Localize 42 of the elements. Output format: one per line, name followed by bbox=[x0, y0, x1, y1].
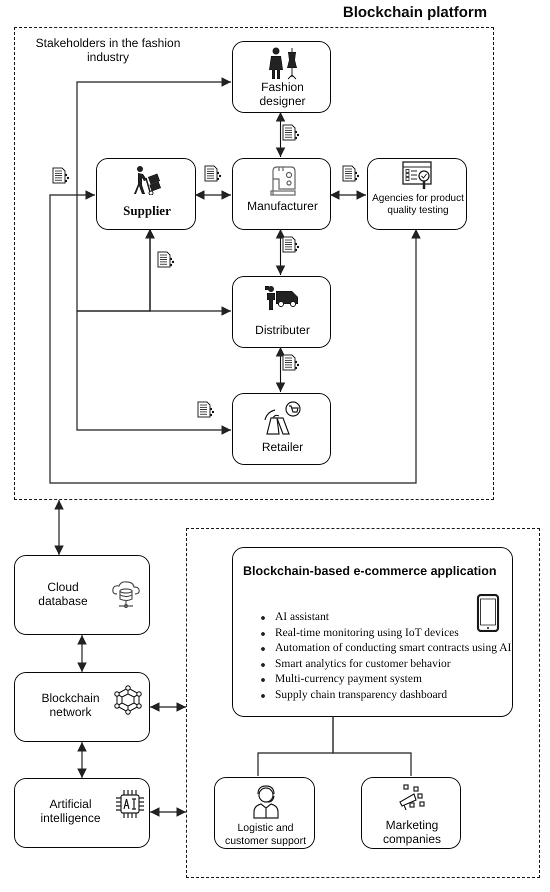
process-box bbox=[232, 393, 331, 465]
arrow bbox=[150, 702, 186, 712]
arrow bbox=[276, 112, 286, 157]
node-label: Marketing companies bbox=[382, 818, 442, 847]
process-box bbox=[14, 555, 150, 635]
node-label: Retailer bbox=[260, 440, 304, 454]
arrow bbox=[330, 190, 366, 200]
arrow bbox=[77, 742, 87, 778]
process-box bbox=[361, 777, 461, 849]
process-box bbox=[214, 777, 315, 849]
node-label: Logistic and customer support bbox=[224, 822, 308, 848]
node-label: Cloud database bbox=[37, 580, 89, 609]
diagram-title: Blockchain platform bbox=[342, 4, 488, 22]
node-label: Blockchain network bbox=[40, 691, 101, 720]
node-label: Agencies for product quality testing bbox=[372, 193, 464, 217]
arrow bbox=[150, 807, 186, 817]
arrow bbox=[76, 229, 231, 435]
node-label: Distributer bbox=[254, 323, 311, 338]
node-label: Manufacturer bbox=[246, 199, 319, 214]
arrow bbox=[49, 190, 421, 484]
arrow bbox=[54, 500, 64, 555]
process-box bbox=[14, 778, 150, 848]
process-box bbox=[14, 672, 150, 742]
process-box bbox=[232, 158, 331, 230]
arrow bbox=[276, 347, 286, 392]
arrow bbox=[76, 77, 231, 312]
arrow bbox=[195, 190, 231, 200]
process-box bbox=[232, 41, 331, 113]
dashed-group-box bbox=[186, 528, 540, 878]
group-heading: Stakeholders in the fashion industry bbox=[34, 36, 182, 65]
app-heading: Blockchain-based e-commerce application bbox=[243, 564, 498, 579]
dashed-group-box bbox=[14, 27, 494, 500]
arrow bbox=[77, 635, 87, 672]
process-box bbox=[232, 276, 331, 348]
arrow bbox=[276, 229, 286, 275]
connector-line bbox=[332, 716, 412, 776]
node-label: Supplier bbox=[122, 203, 172, 219]
node-label: Fashion designer bbox=[258, 80, 307, 109]
node-label: Artificial intelligence bbox=[39, 797, 102, 826]
process-box bbox=[367, 158, 467, 230]
process-box bbox=[96, 158, 196, 230]
process-box bbox=[232, 547, 513, 717]
